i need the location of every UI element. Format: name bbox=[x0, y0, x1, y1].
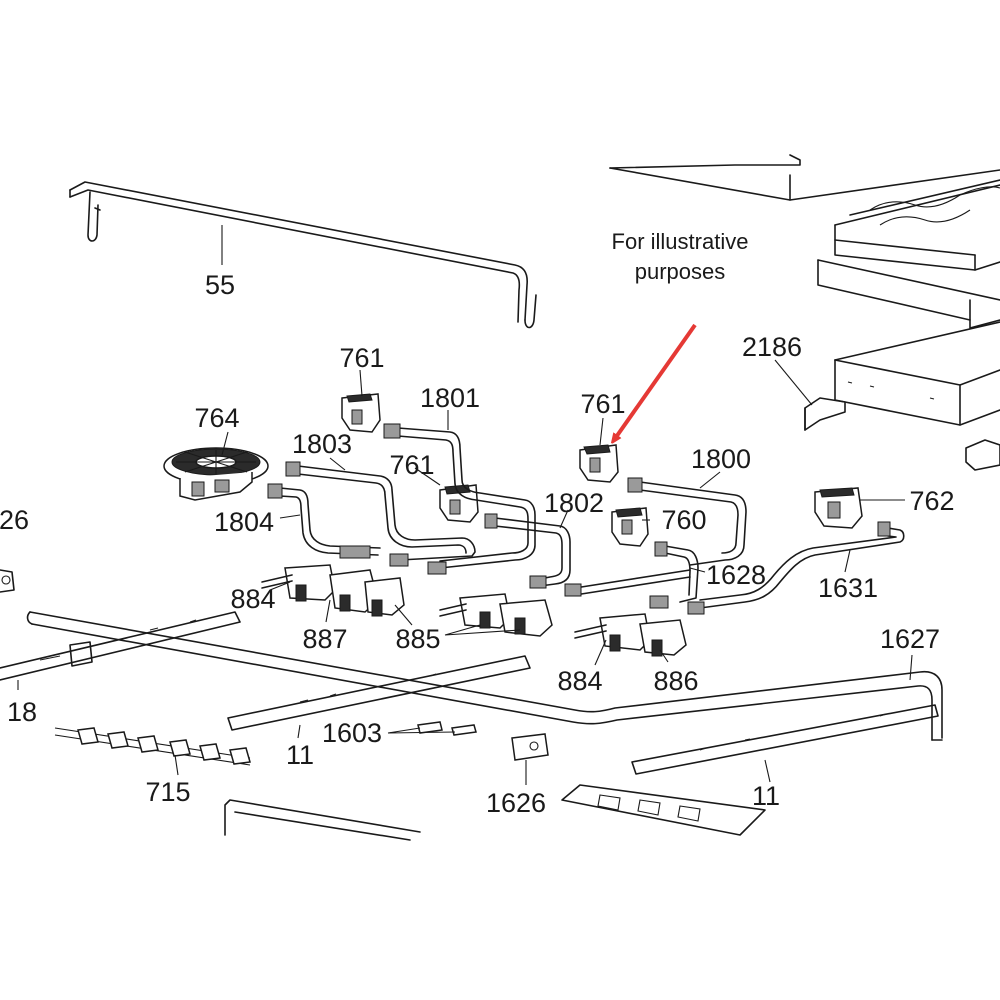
valves-left bbox=[261, 564, 405, 617]
label-2186: 2186 bbox=[742, 332, 802, 362]
label-715: 715 bbox=[145, 777, 190, 807]
rail-11-right bbox=[631, 704, 939, 775]
label-760: 760 bbox=[661, 505, 706, 535]
part-1626 bbox=[511, 733, 549, 761]
note-line-1: For illustrative bbox=[612, 229, 749, 254]
label-1626: 1626 bbox=[486, 788, 546, 818]
label-1804: 1804 bbox=[214, 507, 274, 537]
label-18: 18 bbox=[7, 697, 37, 727]
label-884-left: 884 bbox=[230, 584, 275, 614]
label-1800: 1800 bbox=[691, 444, 751, 474]
highlight-arrow bbox=[614, 323, 697, 440]
valves-center bbox=[439, 593, 553, 637]
rail-18 bbox=[0, 611, 241, 681]
label-884-right: 884 bbox=[557, 666, 602, 696]
label-761-top: 761 bbox=[339, 343, 384, 373]
label-761-highlighted: 761 bbox=[580, 389, 625, 419]
label-886: 886 bbox=[653, 666, 698, 696]
label-761-mid: 761 bbox=[389, 450, 434, 480]
part-1603 bbox=[417, 721, 477, 736]
part-761-top bbox=[341, 393, 381, 433]
label-11-right: 11 bbox=[752, 781, 780, 811]
part-26-fragment bbox=[0, 569, 15, 593]
part-761-mid bbox=[439, 484, 479, 523]
label-764: 764 bbox=[194, 403, 239, 433]
label-1603: 1603 bbox=[322, 718, 382, 748]
label-26: 26 bbox=[0, 505, 29, 535]
label-885: 885 bbox=[395, 624, 440, 654]
label-1631: 1631 bbox=[818, 573, 878, 603]
burner-764 bbox=[163, 447, 269, 501]
oven-frame-assembly bbox=[609, 154, 1000, 471]
part-762 bbox=[814, 487, 863, 529]
leader-lines bbox=[17, 225, 913, 785]
manifold-1627 bbox=[26, 611, 943, 741]
note-line-2: purposes bbox=[635, 259, 726, 284]
label-762: 762 bbox=[909, 486, 954, 516]
label-1627: 1627 bbox=[880, 624, 940, 654]
part-55-rod bbox=[69, 181, 537, 329]
rail-11-left bbox=[227, 655, 531, 731]
label-1628: 1628 bbox=[706, 560, 766, 590]
bottom-plates bbox=[224, 784, 766, 841]
valves-right bbox=[574, 613, 687, 657]
label-55: 55 bbox=[205, 270, 235, 300]
label-887: 887 bbox=[302, 624, 347, 654]
label-11-left: 11 bbox=[286, 740, 314, 770]
label-1803: 1803 bbox=[292, 429, 352, 459]
part-760 bbox=[611, 507, 649, 547]
gas-tubes bbox=[267, 423, 905, 615]
part-761-highlighted bbox=[579, 444, 619, 483]
label-1802: 1802 bbox=[544, 488, 604, 518]
label-1801: 1801 bbox=[420, 383, 480, 413]
part-715-harness bbox=[54, 727, 251, 766]
